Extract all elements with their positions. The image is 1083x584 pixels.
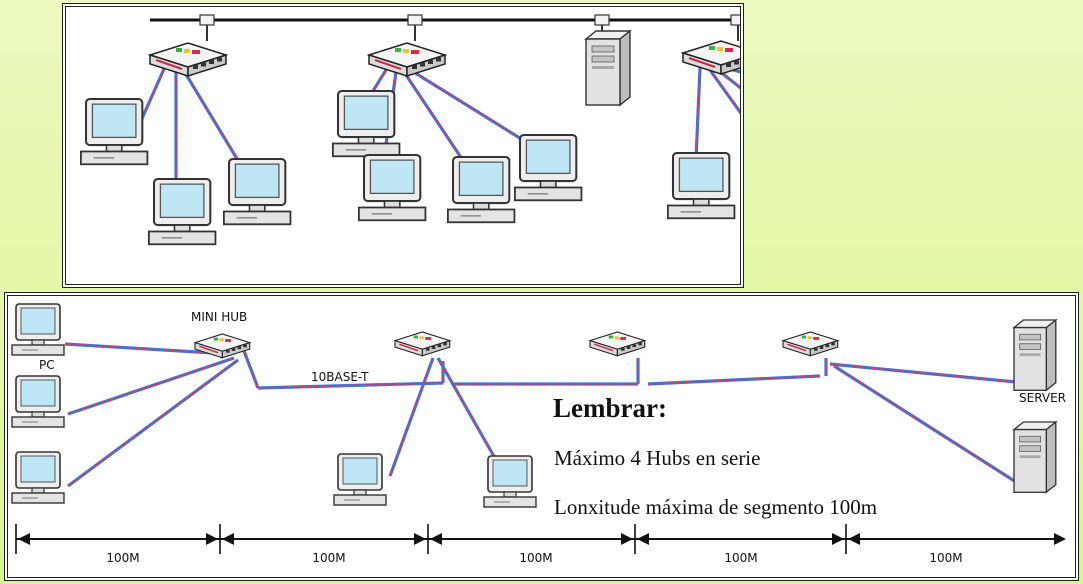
pc-label: PC [39,358,55,372]
pc-cable-1 [64,342,231,356]
dimension-arrow-right-5 [848,533,860,545]
computer-bottom-3 [11,451,65,504]
dimension-arrow-end [1054,533,1066,545]
pc-cable-4 [388,357,435,477]
computer-bottom-5 [483,455,537,508]
server-label: SERVER [1019,391,1067,405]
bottom-diagram-canvas [11,303,1066,554]
note-title: Lembrar: [553,393,667,423]
computer-bottom-4 [333,453,387,506]
backbone-tap-2 [407,14,423,26]
pc-cable-5 [436,357,506,475]
cable-top-6 [402,71,468,166]
server-backbone [584,29,632,107]
hub-2 [393,331,452,357]
segment-length-label-4: 100M [724,551,758,565]
hub-4 [781,331,840,357]
cable-top-7 [411,69,532,147]
server-cable-2 [833,364,1017,484]
chain-cable-3 [647,374,821,386]
backbone-tap-1 [199,14,215,26]
segment-length-label-5: 100M [929,551,963,565]
dimension-arrow-right-1 [18,533,30,545]
computer-top-8 [666,151,736,220]
computer-top-6 [446,155,516,224]
computer-bottom-1 [11,303,65,356]
server-2 [1012,420,1058,494]
segment-length-label-2: 100M [312,551,346,565]
computer-top-1 [79,97,149,166]
server-1 [1012,318,1058,392]
backbone-tap-3 [594,14,610,26]
dimension-arrow-right-3 [430,533,442,545]
computer-bottom-2 [11,375,65,428]
dimension-arrow-left-2 [414,533,426,545]
backbone-tap-4 [730,14,740,26]
dimension-arrow-left-1 [206,533,218,545]
dimension-arrow-right-4 [637,533,649,545]
dimension-arrow-right-2 [222,533,234,545]
dimension-arrow-left-4 [832,533,844,545]
computer-top-4 [331,89,401,158]
cable-top-8 [694,67,702,160]
top-network-diagram [62,3,744,288]
bottom-hub-topology-diagram: MINI HUB PC 10BASE-T SERVER Lembrar: Máx… [4,292,1079,581]
dimension-arrow-left-3 [621,533,633,545]
note-max-segment-length: Lonxitude máxima de segmento 100m [554,495,878,519]
hub-3 [588,331,647,357]
computer-top-5 [357,153,427,222]
note-max-hubs: Máximo 4 Hubs en serie [554,446,761,470]
segment-length-label-3: 100M [519,551,553,565]
segment-length-label-1: 100M [106,551,140,565]
pc-cable-2 [67,356,235,416]
hub-1 [147,42,229,78]
mini-hub-label: MINI HUB [191,310,248,324]
cable-top-10 [717,68,740,90]
hub-3 [680,40,740,76]
chain-cable-1b [257,381,444,390]
mini-hub [193,333,252,359]
server-cable-1 [829,362,1017,384]
computer-top-7 [513,133,583,202]
hub-2 [366,42,448,78]
cable-type-label: 10BASE-T [311,370,369,384]
computer-top-3 [222,157,292,226]
top-diagram-canvas [79,14,740,246]
chain-cable-1a [242,350,260,389]
cable-top-1 [138,68,166,124]
computer-top-2 [147,177,217,246]
pc-cable-3 [67,358,239,488]
segment-dimension-line [15,524,1066,554]
cable-top-9 [708,69,740,115]
